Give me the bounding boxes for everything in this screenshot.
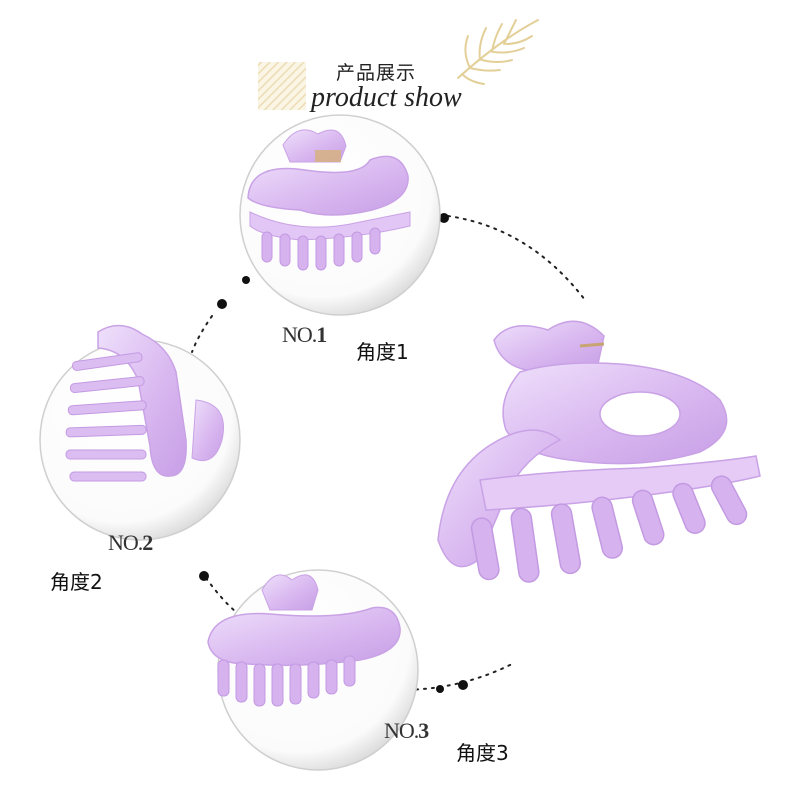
view-3-angle-label: 角度3 (456, 741, 509, 765)
hair-clip-image-2 (65, 324, 224, 482)
view-1-angle-label: 角度1 (356, 340, 409, 364)
dotted-connectors (191, 215, 586, 691)
view-2-sphere (39, 324, 241, 541)
title-english: product show (311, 82, 462, 113)
view-1-number-value: 1 (316, 322, 327, 347)
view-3-number: NO.3 (384, 718, 429, 744)
view-1-number: NO.1 (282, 322, 327, 348)
connector-dots (199, 208, 468, 693)
view-2-number: NO.2 (108, 530, 153, 556)
view-2-number-value: 2 (142, 530, 153, 555)
title-chinese: 产品展示 (336, 62, 417, 84)
view-3-sphere (207, 569, 419, 771)
palm-leaf-icon (457, 19, 539, 85)
view-2-angle-label: 角度2 (50, 570, 103, 594)
hair-clip-main-image (437, 320, 761, 583)
view-1-sphere (239, 114, 441, 316)
view-3-number-value: 3 (418, 718, 429, 743)
hair-clip-image-3 (207, 574, 401, 707)
view-2-number-prefix: NO. (108, 530, 143, 555)
view-3-number-prefix: NO. (384, 718, 419, 743)
hair-clip-image-1 (247, 129, 411, 271)
view-1-number-prefix: NO. (282, 322, 317, 347)
striped-square-decoration (258, 62, 306, 110)
